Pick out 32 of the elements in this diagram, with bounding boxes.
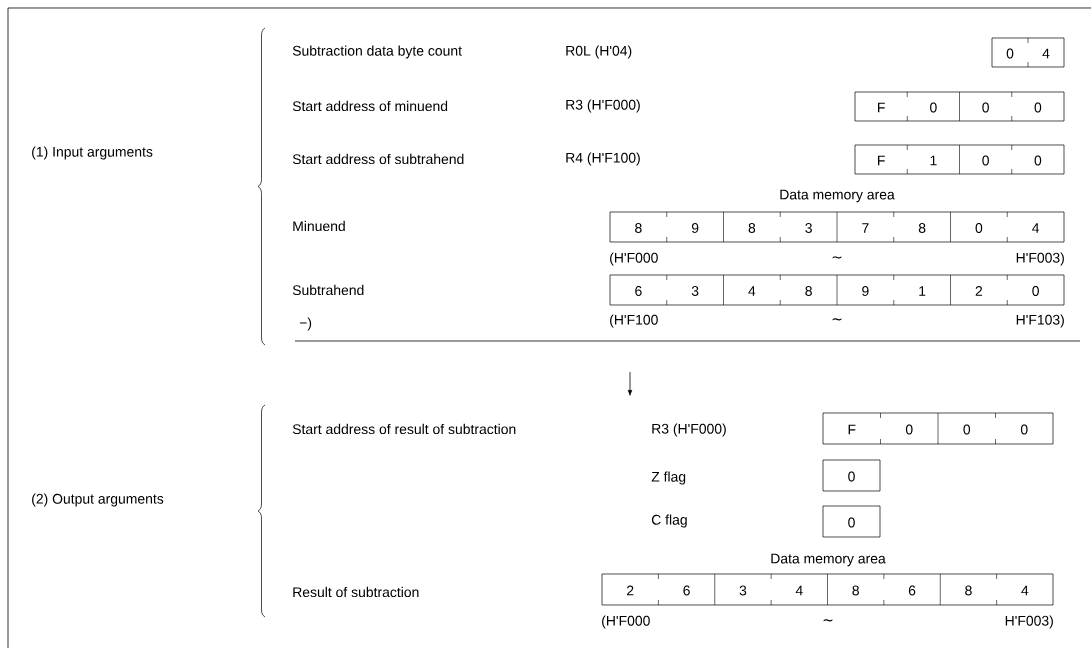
range-sign: ∼	[823, 619, 833, 622]
register-label: R3 (H'F000)	[652, 423, 726, 437]
register-box: 0 4	[991, 37, 1065, 68]
address-label: (H'F000	[610, 252, 658, 266]
register-box: F 0 0 0	[822, 412, 1054, 445]
section-label: (1) Input arguments	[32, 146, 153, 160]
register-box: 0	[822, 505, 881, 538]
field-label: Start address of minuend	[292, 100, 448, 112]
register-label: R4 (H'F100)	[566, 152, 640, 166]
range-sign: ∼	[832, 256, 842, 259]
memory-bytes-box: 8 9 8 3 7 8 0 4	[609, 211, 1065, 243]
subtraction-sign: −)	[299, 317, 312, 331]
field-label: C flag	[651, 514, 687, 528]
register-box: 0	[822, 459, 881, 492]
field-label: Start address of result of subtraction	[292, 423, 516, 435]
field-label: Result of subtraction	[293, 586, 419, 598]
memory-bytes-box: 6 3 4 8 9 1 2 0	[609, 274, 1065, 306]
field-label: Subtraction data byte count	[292, 45, 462, 59]
register-box: F 1 0 0	[854, 144, 1065, 175]
range-sign: ∼	[832, 318, 842, 321]
field-label: Z flag	[651, 471, 686, 485]
memory-bytes-box: 2 6 3 4 8 6 8 4	[601, 573, 1054, 606]
address-label: H'F003)	[1016, 252, 1064, 266]
field-label: Minuend	[293, 220, 345, 232]
area-caption: Data memory area	[780, 189, 895, 203]
field-label: Start address of subtrahend	[292, 153, 464, 165]
field-label: Subtrahend	[292, 284, 364, 296]
area-caption: Data memory area	[771, 553, 886, 567]
register-label: R3 (H'F000)	[566, 99, 640, 113]
register-box: F 0 0 0	[854, 91, 1065, 122]
register-label: R0L (H'04)	[566, 45, 632, 59]
section-label: (2) Output arguments	[32, 493, 164, 507]
